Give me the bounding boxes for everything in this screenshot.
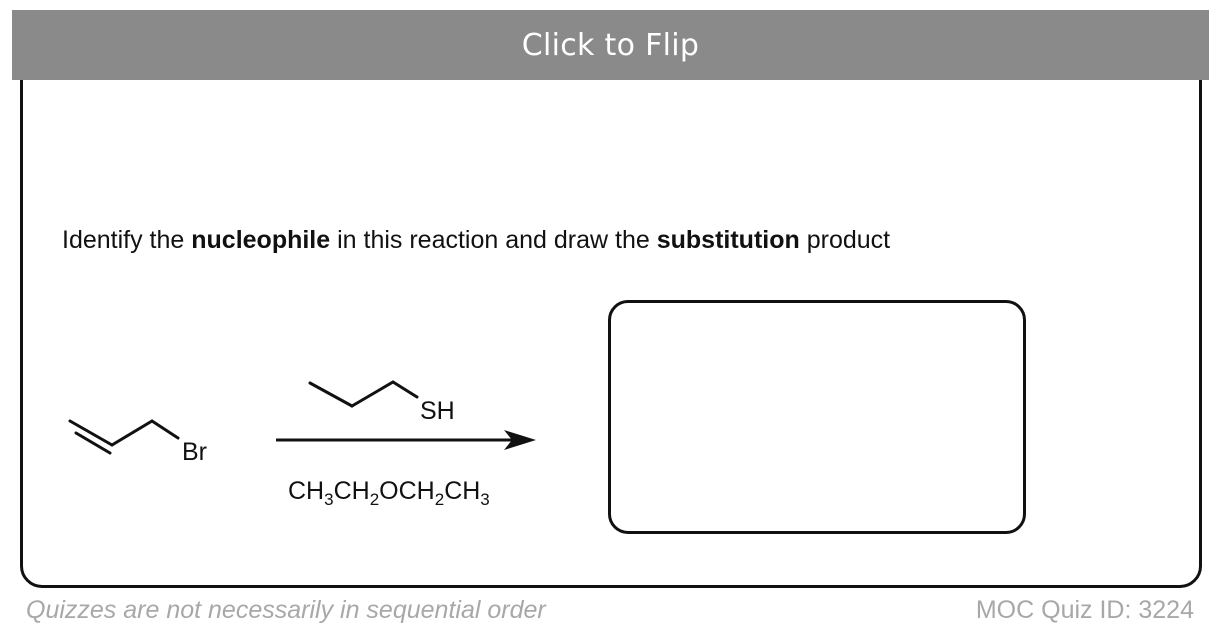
product-answer-box[interactable] (608, 300, 1026, 534)
question-part-2: in this reaction and draw the (330, 226, 657, 254)
question-bold-substitution: substitution (656, 226, 800, 254)
click-to-flip-label: Click to Flip (521, 27, 700, 63)
footer-order-note: Quizzes are not necessarily in sequentia… (26, 596, 546, 624)
question-part-1: Identify the (62, 226, 192, 254)
question-part-3: product (799, 226, 891, 254)
question-bold-nucleophile: nucleophile (191, 226, 331, 254)
click-to-flip-banner[interactable]: Click to Flip (12, 10, 1209, 80)
footer-quiz-id: MOC Quiz ID: 3224 (975, 596, 1194, 624)
question-text: Identify the nucleophile in this reactio… (62, 226, 890, 255)
